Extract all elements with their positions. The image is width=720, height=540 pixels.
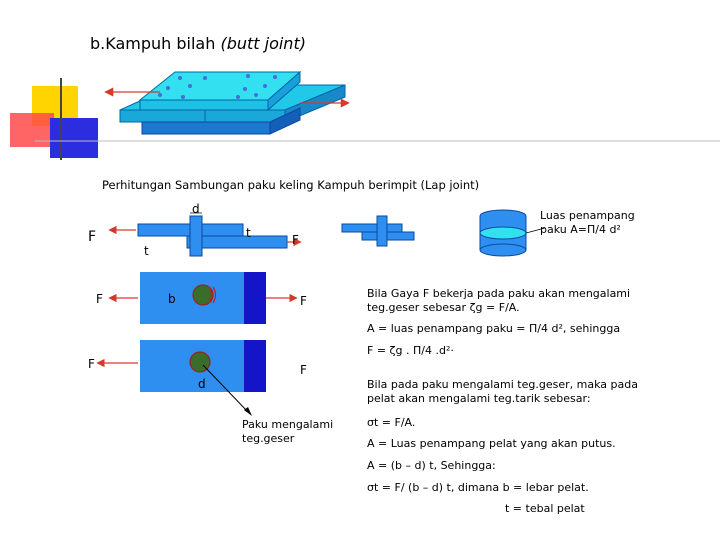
label-F-right-3: F: [300, 363, 307, 377]
cylinder-shear-plane: [479, 226, 527, 240]
callout-text: Paku mengalami teg.geser: [242, 418, 334, 445]
explanation-p2: A = luas penampang paku = Π/4 d², sehing…: [367, 322, 621, 335]
label-F-right-1: F: [292, 233, 299, 247]
top-cover-side: [267, 70, 301, 112]
rivet-hole: [192, 284, 214, 306]
callout-pointer: [244, 407, 252, 416]
explanation-p4: Bila pada paku mengalami teg.geser, maka…: [367, 378, 638, 405]
callout-line: [202, 364, 249, 413]
explanation-p7: A = (b – d) t, Sehingga:: [367, 459, 496, 472]
label-F-left-1: F: [88, 229, 97, 245]
label-d-bottom: d: [198, 377, 206, 391]
label-t-left: t: [144, 244, 149, 258]
section-subtitle: Perhitungan Sambungan paku keling Kampuh…: [102, 178, 480, 192]
rivet-plate-lower: [361, 231, 415, 241]
explanation-p3: F = ζg . Π/4 .d²·: [367, 344, 454, 357]
lower-cover-side: [269, 107, 301, 135]
plate-plan-upper-dark: [244, 272, 266, 324]
explanation-p8: σt = F/ (b – d) t, dimana b = lebar pela…: [367, 481, 589, 494]
cylinder-bottom: [479, 243, 527, 257]
label-b: b: [168, 292, 176, 306]
explanation-p6: A = Luas penampang pelat yang akan putus…: [367, 437, 616, 450]
label-F-left-2: F: [96, 292, 103, 306]
area-note: Luas penampang paku A=Π/4 d²: [540, 209, 635, 236]
rivet-pattern: [158, 74, 277, 99]
explanation-p5: σt = F/A.: [367, 416, 416, 429]
label-d-top: d: [192, 202, 200, 216]
rivet-shank-side: [376, 215, 388, 247]
label-F-right-2: F: [300, 294, 307, 308]
explanation-p9: t = tebal pelat: [505, 502, 585, 515]
label-t-right: t: [246, 226, 251, 240]
page-title: b.Kampuh bilah (butt joint): [90, 34, 306, 53]
explanation-p1: Bila Gaya F bekerja pada paku akan menga…: [367, 287, 631, 314]
rivet-plate-upper: [341, 223, 403, 233]
area-note-pointer: [525, 227, 546, 234]
label-F-left-3: F: [88, 357, 95, 371]
rivet-shank-section: [189, 215, 203, 257]
tear-line-1: [208, 286, 213, 304]
plate-plan-lower-dark: [244, 340, 266, 392]
tear-line-2: [212, 286, 217, 304]
